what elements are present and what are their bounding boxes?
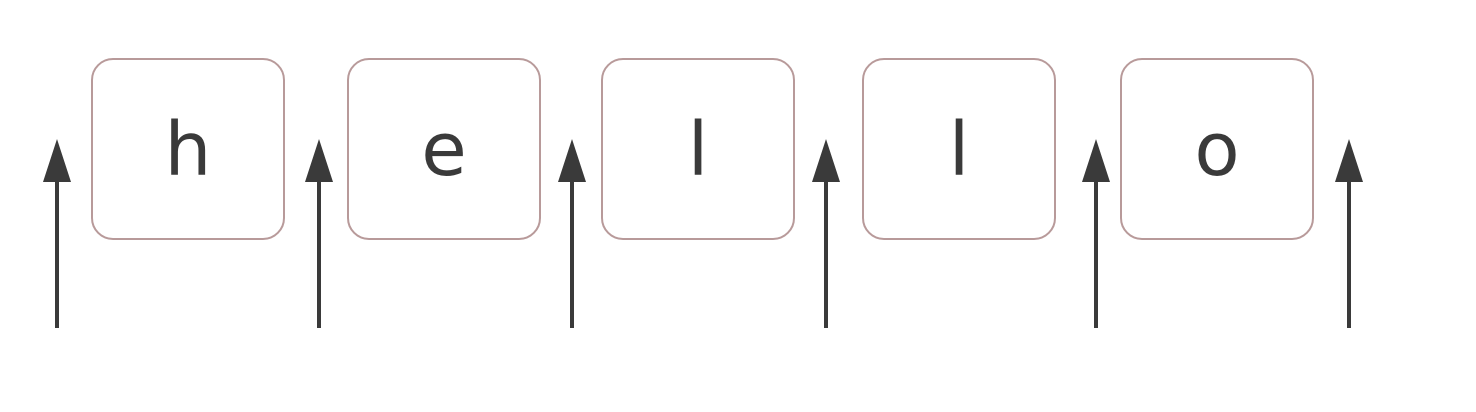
boundary-arrow-6 <box>1335 139 1363 328</box>
boundary-arrow-5 <box>1082 139 1110 328</box>
char-box-3: l <box>601 58 795 240</box>
boundary-arrow-1 <box>43 139 71 328</box>
char-label-o: o <box>1194 107 1240 193</box>
char-box-2: e <box>347 58 541 240</box>
char-label-h: h <box>164 107 212 193</box>
char-box-4: l <box>862 58 1056 240</box>
boundary-arrow-3 <box>558 139 586 328</box>
char-label-l-2: l <box>948 107 970 193</box>
arrow-head <box>43 139 71 182</box>
char-box-1: h <box>91 58 285 240</box>
arrow-head <box>305 139 333 182</box>
boundary-arrow-4 <box>812 139 840 328</box>
arrow-head <box>1335 139 1363 182</box>
boundary-arrow-2 <box>305 139 333 328</box>
char-label-l: l <box>687 107 709 193</box>
char-box-5: o <box>1120 58 1314 240</box>
char-label-e: e <box>421 107 467 193</box>
arrow-head <box>558 139 586 182</box>
arrow-head <box>1082 139 1110 182</box>
arrow-head <box>812 139 840 182</box>
